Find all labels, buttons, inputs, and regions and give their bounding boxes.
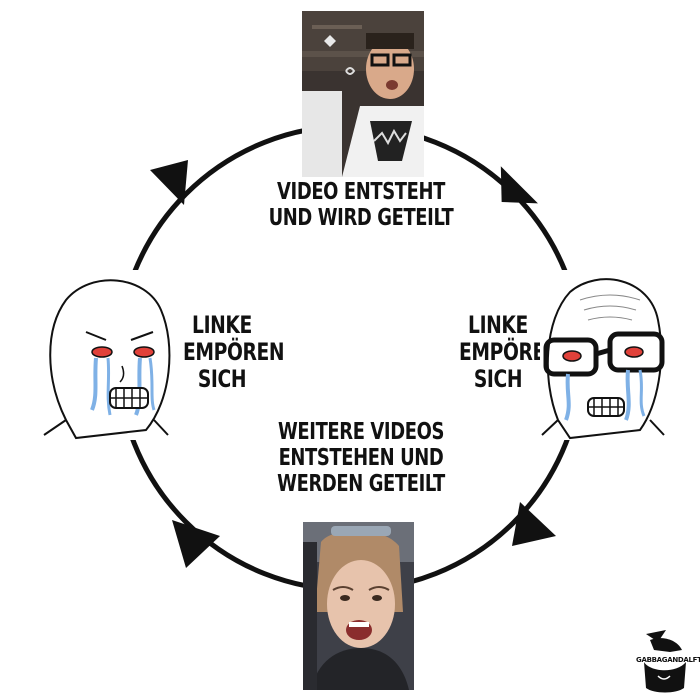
- right-label-line-2: EMPÖREN: [459, 337, 561, 366]
- bottom-label: WEITERE VIDEOS ENTSTEHEN UND WERDEN GETE…: [264, 419, 459, 497]
- bottom-photo-image: [303, 522, 414, 690]
- left-label-line-3: SICH: [197, 364, 247, 393]
- bottom-label-line-1: WEITERE VIDEOS: [278, 419, 444, 445]
- watermark-text: GABBAGANDALFTV: [636, 656, 700, 664]
- top-label-line-1: VIDEO ENTSTEHT: [277, 179, 445, 205]
- wizard-logo-icon: [644, 630, 686, 693]
- left-crying-wojak: [36, 270, 176, 440]
- top-label-line-2: UND WIRD GETEILT: [268, 204, 454, 231]
- right-label: LINKE EMPÖREN SICH: [459, 311, 561, 393]
- crying-face-icon: [36, 270, 176, 440]
- bottom-photo: [303, 522, 414, 690]
- left-label: LINKE EMPÖREN SICH: [183, 311, 285, 393]
- top-photo-image: [302, 11, 424, 177]
- arrow-bottom-right: [512, 502, 556, 546]
- top-photo: [302, 11, 424, 177]
- right-label-line-3: SICH: [473, 364, 523, 393]
- left-label-line-2: EMPÖREN: [183, 337, 285, 366]
- bottom-label-line-2: ENTSTEHEN UND: [278, 444, 444, 471]
- right-label-line-1: LINKE: [468, 311, 528, 339]
- arrow-bottom-left: [172, 520, 220, 568]
- crying-glasses-face-icon: [540, 270, 670, 440]
- bottom-label-line-3: WERDEN GETEILT: [277, 470, 445, 497]
- arrow-top-right: [500, 166, 538, 204]
- watermark-logo: GABBAGANDALFTV: [636, 628, 700, 694]
- arrow-top-left: [150, 160, 188, 205]
- right-crying-wojak-glasses: [540, 270, 670, 440]
- top-label: VIDEO ENTSTEHT UND WIRD GETEILT: [264, 179, 459, 232]
- left-label-line-1: LINKE: [192, 311, 252, 339]
